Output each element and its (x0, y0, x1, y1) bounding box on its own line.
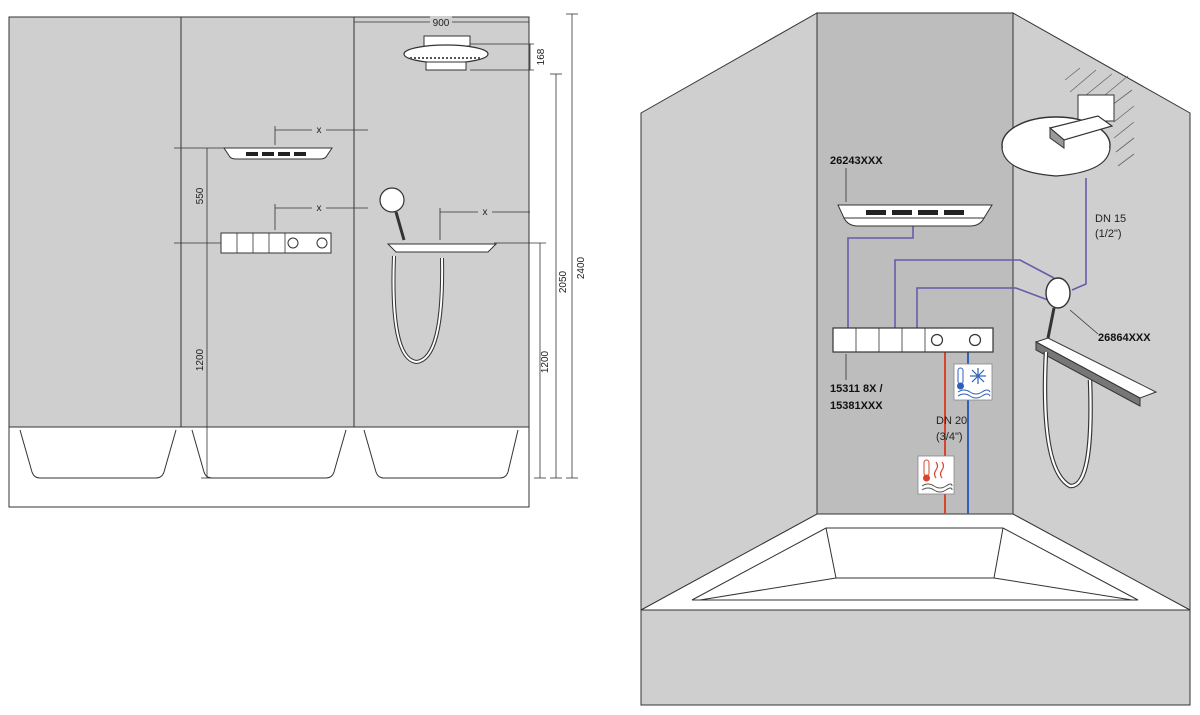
dim-valve-height-right: 1200 (540, 350, 551, 373)
wall-panel (8, 16, 530, 428)
dim-valve-height-left: 1200 (195, 348, 206, 371)
handshower-head (379, 187, 405, 213)
dim-offset-valve: x (317, 203, 322, 214)
handshower-perspective (1034, 277, 1158, 489)
dim-shower-height: 2050 (558, 270, 569, 293)
thermostat-body (220, 232, 332, 254)
label-handshower-code: 26864XXX (1098, 332, 1151, 344)
handshower-handle (394, 211, 406, 241)
dim-total-height: 2400 (576, 256, 587, 279)
outlet-button (294, 152, 306, 156)
dim-offset-outlet: x (317, 125, 322, 136)
pipe-handshower-2 (916, 287, 1049, 328)
connection-pipes (847, 178, 1087, 328)
front-elevation: 900 168 2400 2050 1200 550 1200 (8, 13, 587, 508)
label-pipe-large-2: (3/4") (936, 431, 963, 443)
hot-water-icon (917, 455, 955, 495)
overhead-shower-perspective (1001, 94, 1115, 177)
wall-outlet-front (223, 147, 333, 160)
overhead-head (403, 44, 489, 64)
tub-front (640, 609, 1191, 706)
leader-handshower (1069, 309, 1099, 335)
wall-outlet-perspective (837, 204, 993, 227)
cold-water-icon (953, 363, 993, 401)
outlet-button (892, 210, 912, 215)
outlet-face (843, 217, 985, 227)
shower-hose-inner (392, 255, 444, 364)
label-valve-code-2: 15381XXX (830, 400, 883, 412)
tub-basin-edge (699, 577, 837, 601)
outlet-button (866, 210, 886, 215)
thermostat-knob (316, 237, 328, 249)
back-wall (816, 12, 1014, 526)
dim-head-height: 168 (536, 48, 547, 65)
thermostat-perspective (832, 327, 994, 353)
dim-width-top: 900 (433, 18, 450, 29)
thermostat-knob (930, 333, 944, 347)
tub-section-3 (363, 429, 519, 479)
outlet-button (246, 152, 258, 156)
ceiling-mount-hatch (1064, 67, 1135, 167)
pipe-handshower-1 (894, 259, 1055, 328)
label-pipe-small-1: DN 15 (1095, 213, 1126, 225)
thermostat-front (220, 232, 332, 254)
label-outlet-code: 26243XXX (830, 155, 883, 167)
tub-section-2 (191, 429, 347, 479)
handshower-head (1045, 277, 1071, 309)
label-valve-code-1: 15311 8X / (830, 383, 883, 395)
label-pipe-large-1: DN 20 (936, 415, 967, 427)
overhead-base (425, 61, 467, 71)
overhead-shower (403, 35, 489, 71)
outlet-top (837, 204, 993, 219)
overhead-disc-edge (1001, 147, 1111, 177)
handshower-handle (1046, 307, 1056, 339)
left-wall (640, 12, 818, 611)
pipe-outlet-valve (847, 224, 914, 328)
pipe-overhead (1071, 178, 1087, 291)
holder-shelf-side (1035, 341, 1141, 407)
outlet-button (944, 210, 964, 215)
outlet-button (262, 152, 274, 156)
label-pipe-small-2: (1/2") (1095, 228, 1122, 240)
dim-outlet-spacing: 550 (195, 187, 206, 204)
thermostat-body (832, 327, 994, 353)
perspective-view: 26243XXX 15311 8X / 15381XXX 26864XXX DN… (640, 12, 1191, 706)
outlet-button (918, 210, 938, 215)
dim-label-bg (430, 16, 452, 28)
dim-offset-holder: x (483, 207, 488, 218)
overhead-arm-side (1049, 126, 1065, 149)
thermostat-knob (968, 333, 982, 347)
tub-basin-edge (993, 577, 1133, 601)
tub-section-1 (19, 429, 177, 479)
tub-basin-floor (825, 527, 1004, 579)
thermostat-knob (287, 237, 299, 249)
outlet-button (278, 152, 290, 156)
shower-hose-inner (1043, 351, 1092, 488)
shower-holder-shelf (386, 243, 498, 253)
handshower-front (379, 187, 498, 365)
